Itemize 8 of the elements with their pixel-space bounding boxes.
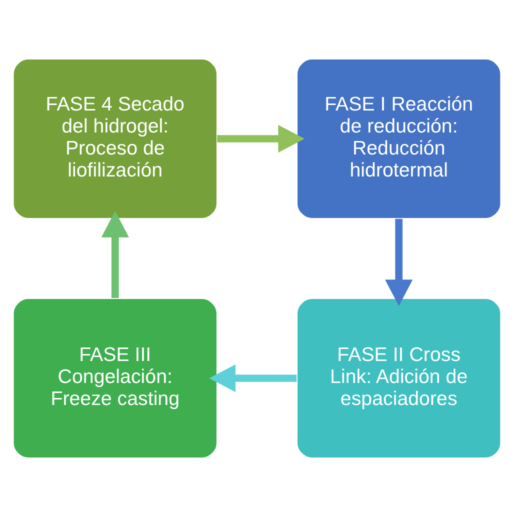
- arrow: [385, 218, 413, 306]
- arrow: [101, 210, 129, 298]
- node-box: FASE III Congelación: Freeze casting: [12, 298, 218, 459]
- node-box: FASE II Cross Link: Adición de espaciadores: [296, 298, 502, 459]
- arrow: [209, 364, 297, 392]
- node-box: FASE I Reacción de reducción: Reducción hidrotermal: [296, 58, 502, 220]
- arrow: [217, 124, 305, 153]
- node-box: FASE 4 Secado del hidrogel: Proceso de liofilización: [12, 58, 218, 220]
